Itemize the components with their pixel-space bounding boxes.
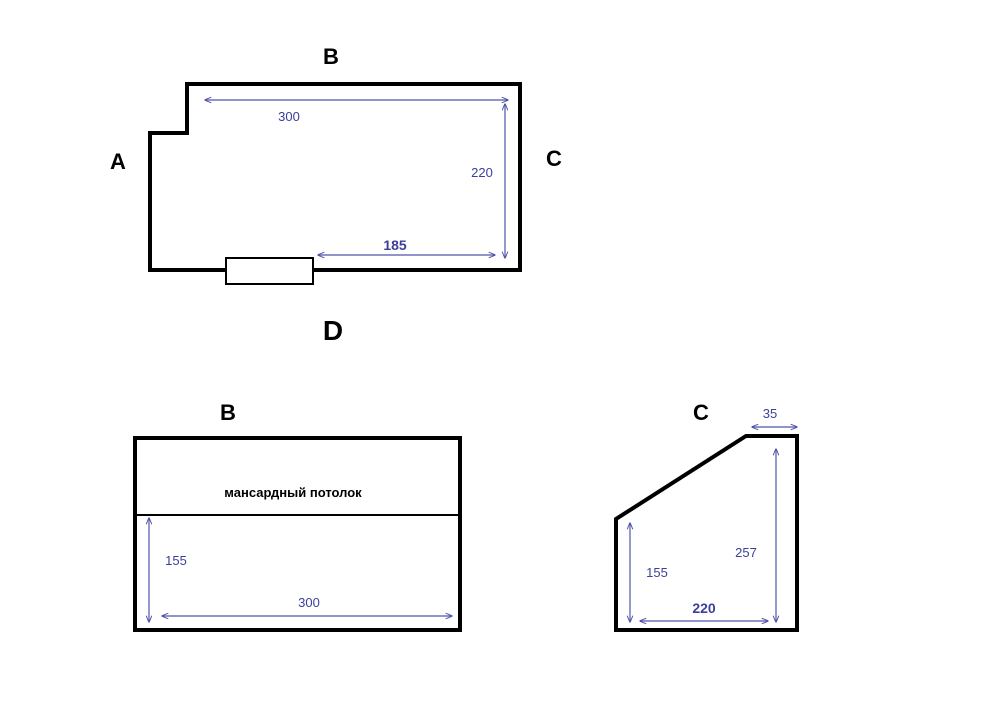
wall-c-top-label: 35 [763,406,777,421]
floor-plan: 300 220 185 A B C D [110,44,562,346]
wall-b-title: B [220,400,236,425]
wall-c-width-label: 220 [692,600,716,616]
wall-c-high-height-label: 257 [735,545,757,560]
plan-width-label: 220 [471,165,493,180]
wall-b-length-label: 300 [298,595,320,610]
door [225,257,314,285]
plan-outline [148,82,522,272]
wall-label-c: C [546,146,562,171]
wall-c-title: C [693,400,709,425]
wall-b-outline [133,436,462,632]
wall-b-elevation: B мансардный потолок 155 300 [133,400,462,632]
wall-label-d: D [323,315,343,346]
wall-label-b: B [323,44,339,69]
wall-c-low-height-label: 155 [646,565,668,580]
ceiling-note: мансардный потолок [224,485,362,500]
plan-segment-label: 185 [383,237,407,253]
plan-length-label: 300 [278,109,300,124]
wall-label-a: A [110,149,126,174]
wall-c-elevation: C 35 155 257 220 [614,400,799,632]
wall-c-outline [614,434,799,632]
wall-b-height-label: 155 [165,553,187,568]
